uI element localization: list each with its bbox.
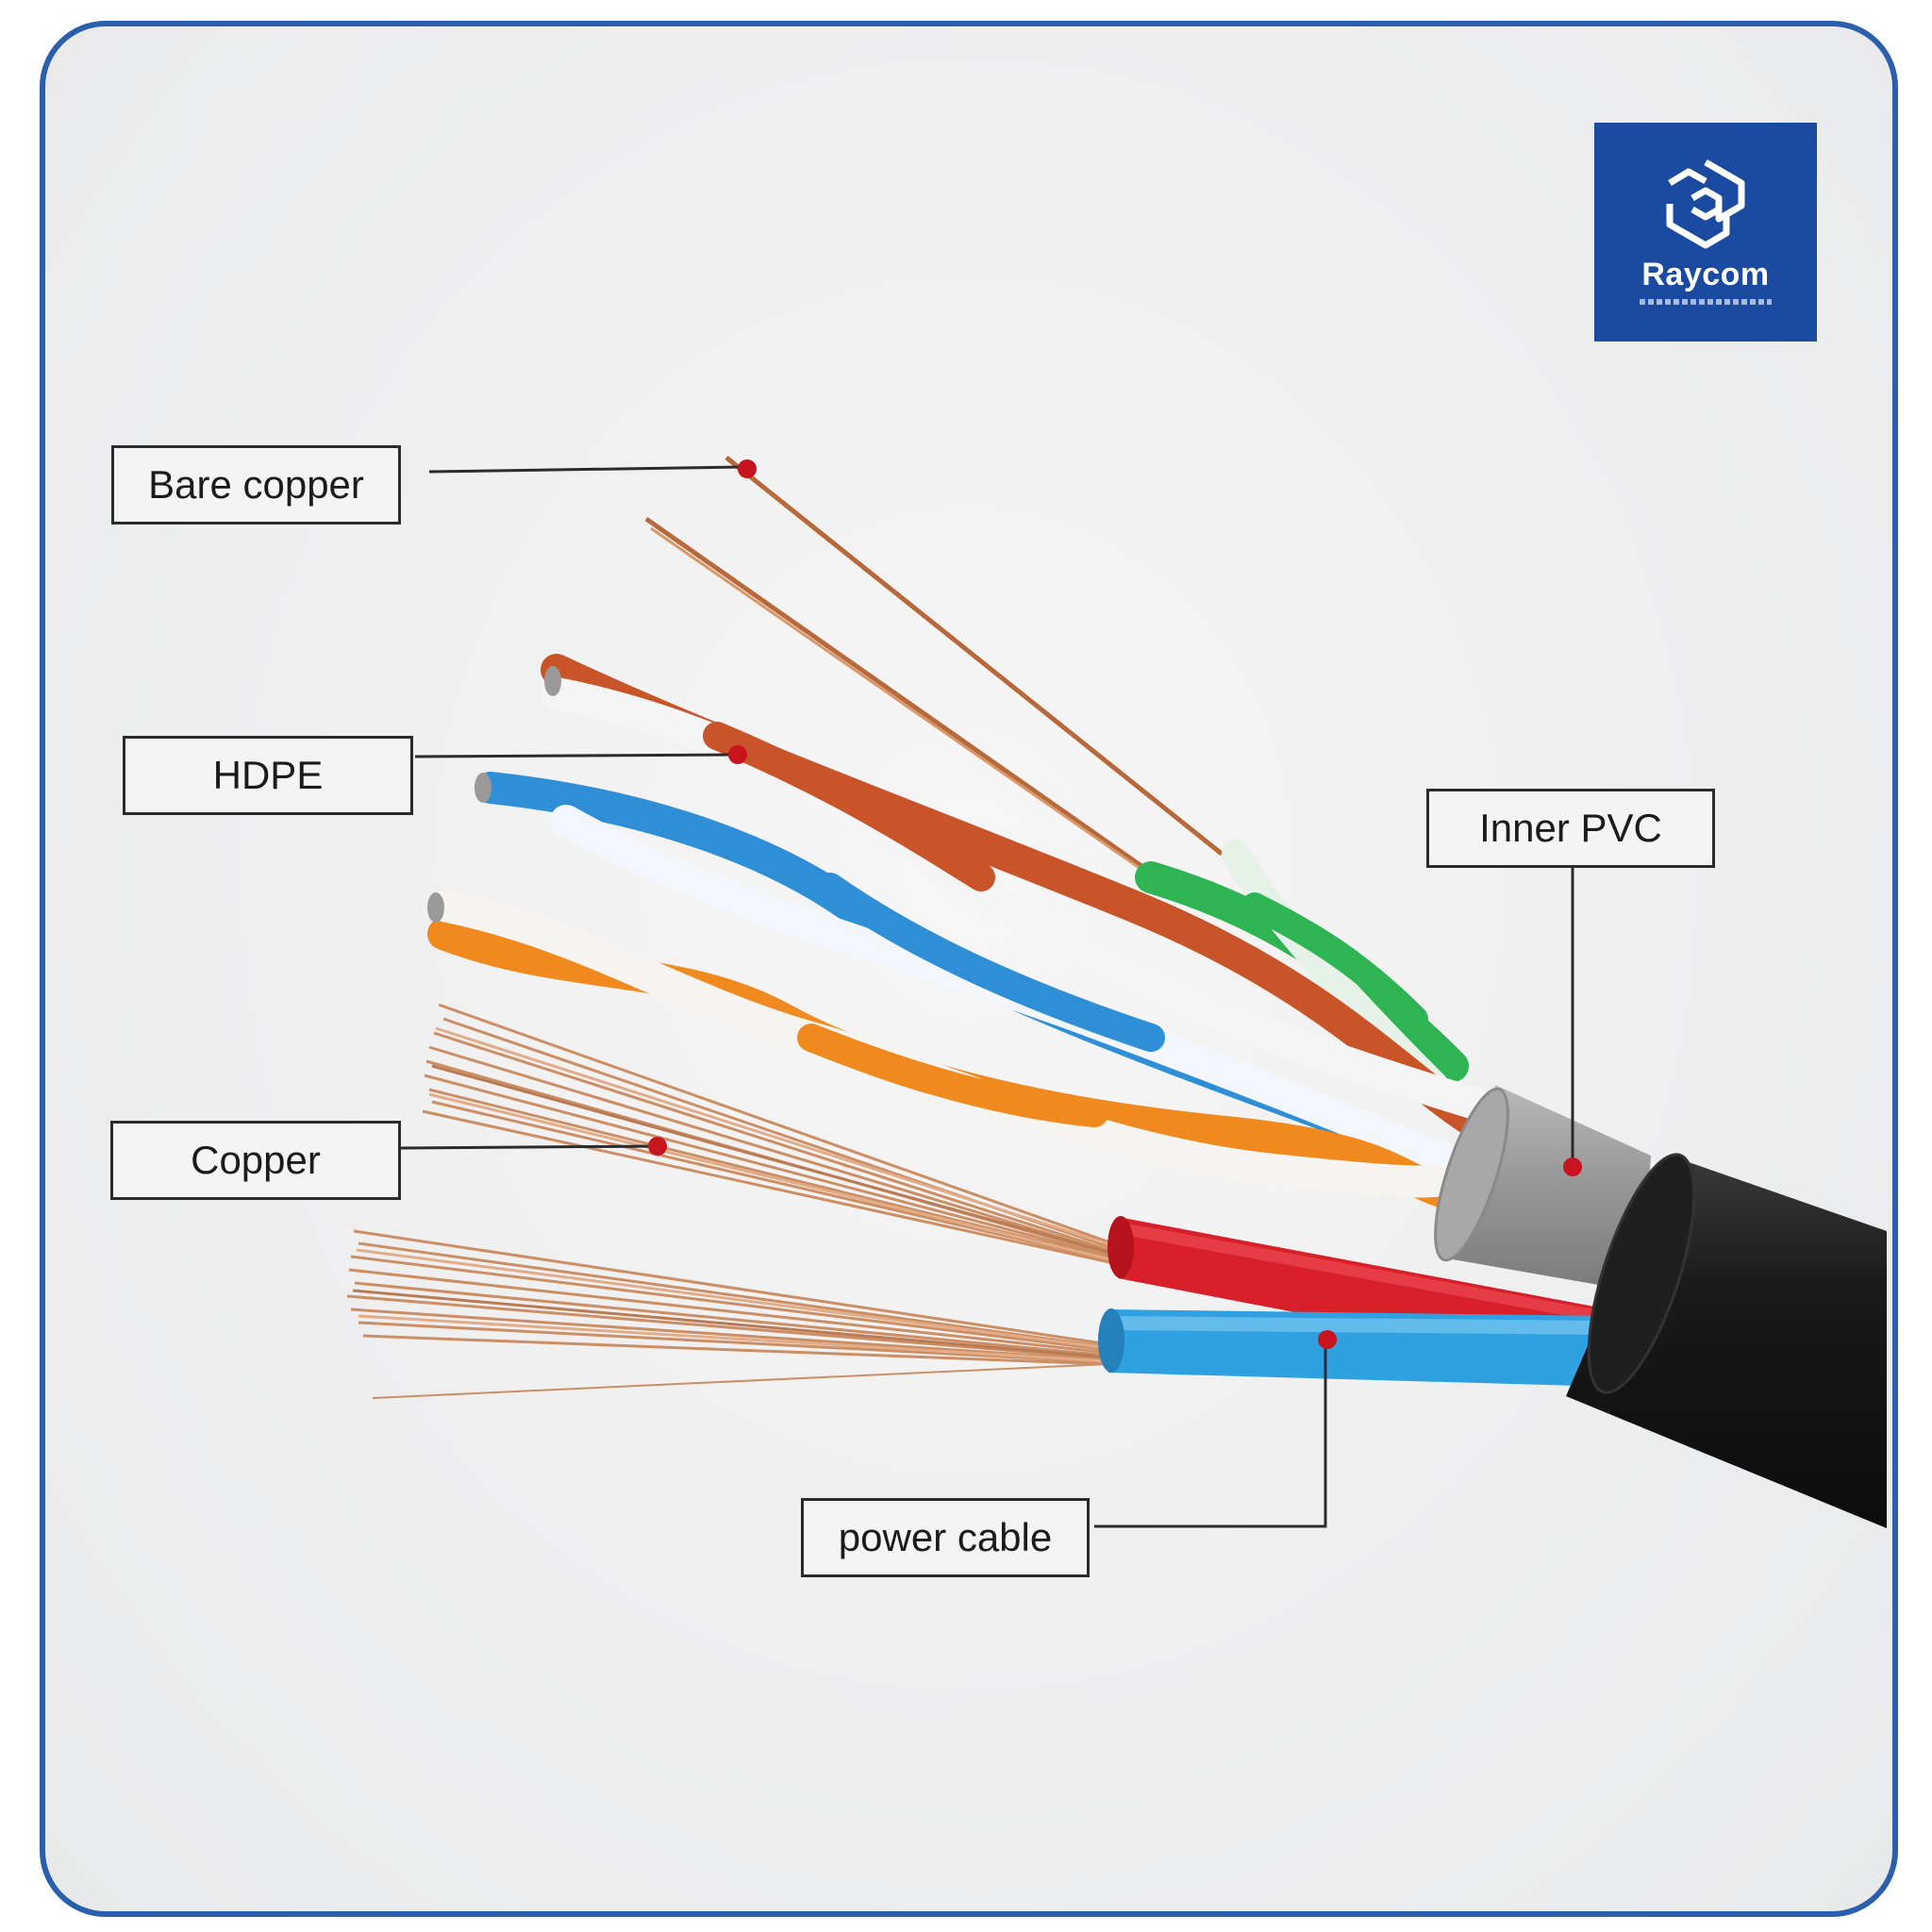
- leader-bare-copper: [428, 465, 746, 474]
- pointer-dot-copper: [648, 1137, 667, 1156]
- copper-strands-upper: [422, 1003, 1119, 1266]
- label-bare-copper: Bare copper: [111, 445, 401, 525]
- brand-name: Raycom: [1641, 257, 1770, 292]
- pointer-dots: [648, 459, 1582, 1349]
- bare-copper-wires: [644, 456, 1224, 874]
- brand-logo: Raycom: [1594, 123, 1817, 341]
- label-power-cable: power cable: [801, 1498, 1090, 1577]
- copper-strands-lower: [346, 1229, 1109, 1399]
- label-inner-pvc: Inner PVC: [1426, 789, 1715, 868]
- leader-lines: [400, 465, 1574, 1528]
- outer-black-jacket: [1566, 1153, 1887, 1528]
- brand-tagline-mark: [1640, 299, 1772, 305]
- inner-pvc-sleeve: [1434, 1085, 1651, 1292]
- pointer-dot-bare-copper: [738, 459, 757, 478]
- label-copper: Copper: [110, 1121, 401, 1200]
- hexagon-cube-logo-icon: [1666, 158, 1745, 249]
- label-hdpe: HDPE: [123, 736, 413, 815]
- leader-power-cable: [1094, 1340, 1327, 1528]
- brown-twisted-pair: [541, 654, 1507, 1148]
- pointer-dot-hdpe: [728, 745, 747, 764]
- blue-power-conductor: [1098, 1308, 1613, 1387]
- leader-copper: [400, 1144, 657, 1150]
- orange-twisted-pair: [427, 890, 1488, 1214]
- pointer-dot-inner-pvc: [1563, 1158, 1582, 1176]
- pointer-dot-power-cable: [1318, 1330, 1337, 1349]
- leader-hdpe: [414, 753, 737, 758]
